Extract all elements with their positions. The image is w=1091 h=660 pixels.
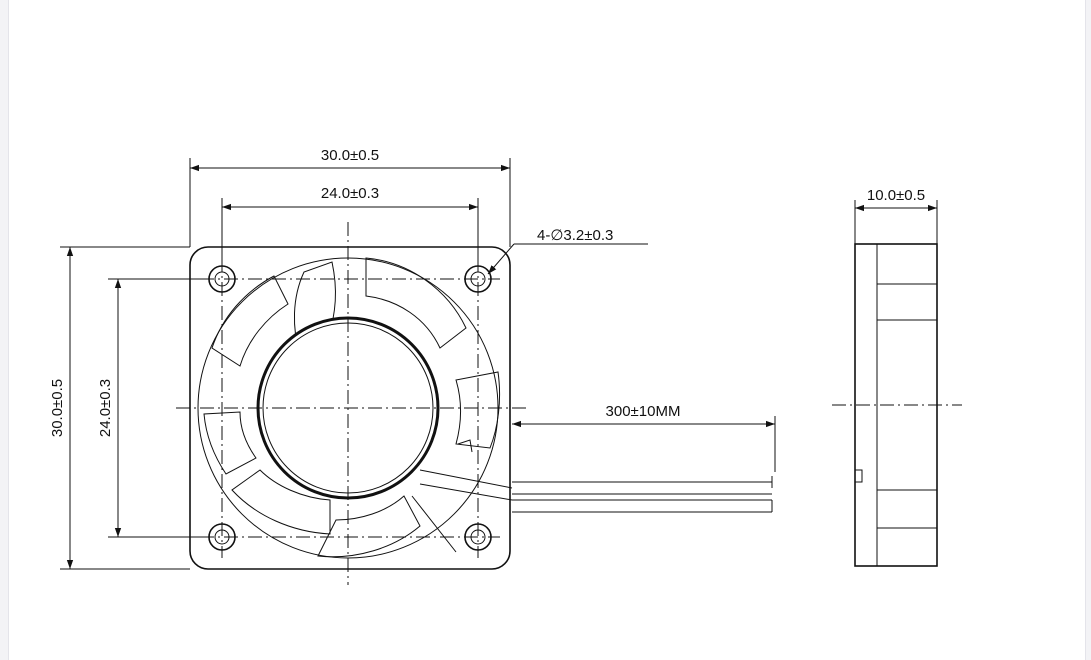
dim-overall-width: 30.0±0.5: [189, 147, 511, 247]
overall-height-label: 30.0±0.5: [49, 379, 66, 437]
thickness-label: 10.0±0.5: [867, 187, 925, 204]
hole-spacing-width-label: 24.0±0.3: [321, 185, 379, 202]
page-left-border: [0, 0, 9, 660]
dim-thickness: 10.0±0.5: [854, 187, 938, 244]
lead-length-label: 300±10MM: [606, 403, 681, 420]
dim-mounting-holes: 4-∅3.2±0.3: [487, 227, 648, 275]
mounting-holes-label: 4-∅3.2±0.3: [537, 227, 613, 244]
lead-wires: [512, 476, 773, 513]
dim-hole-spacing-height: 24.0±0.3: [97, 278, 209, 538]
dim-lead-length: 300±10MM: [512, 403, 776, 472]
wire-strut: [411, 469, 513, 553]
hole-spacing-height-label: 24.0±0.3: [97, 379, 114, 437]
page-right-border: [1085, 0, 1091, 660]
overall-width-label: 30.0±0.5: [321, 147, 379, 164]
side-view: 10.0±0.5: [832, 187, 962, 567]
dim-hole-spacing-width: 24.0±0.3: [221, 185, 479, 266]
dim-overall-height: 30.0±0.5: [49, 246, 190, 570]
front-view: 30.0±0.5 24.0±0.3 30.0±0.5 24.0±0.3: [49, 147, 776, 585]
